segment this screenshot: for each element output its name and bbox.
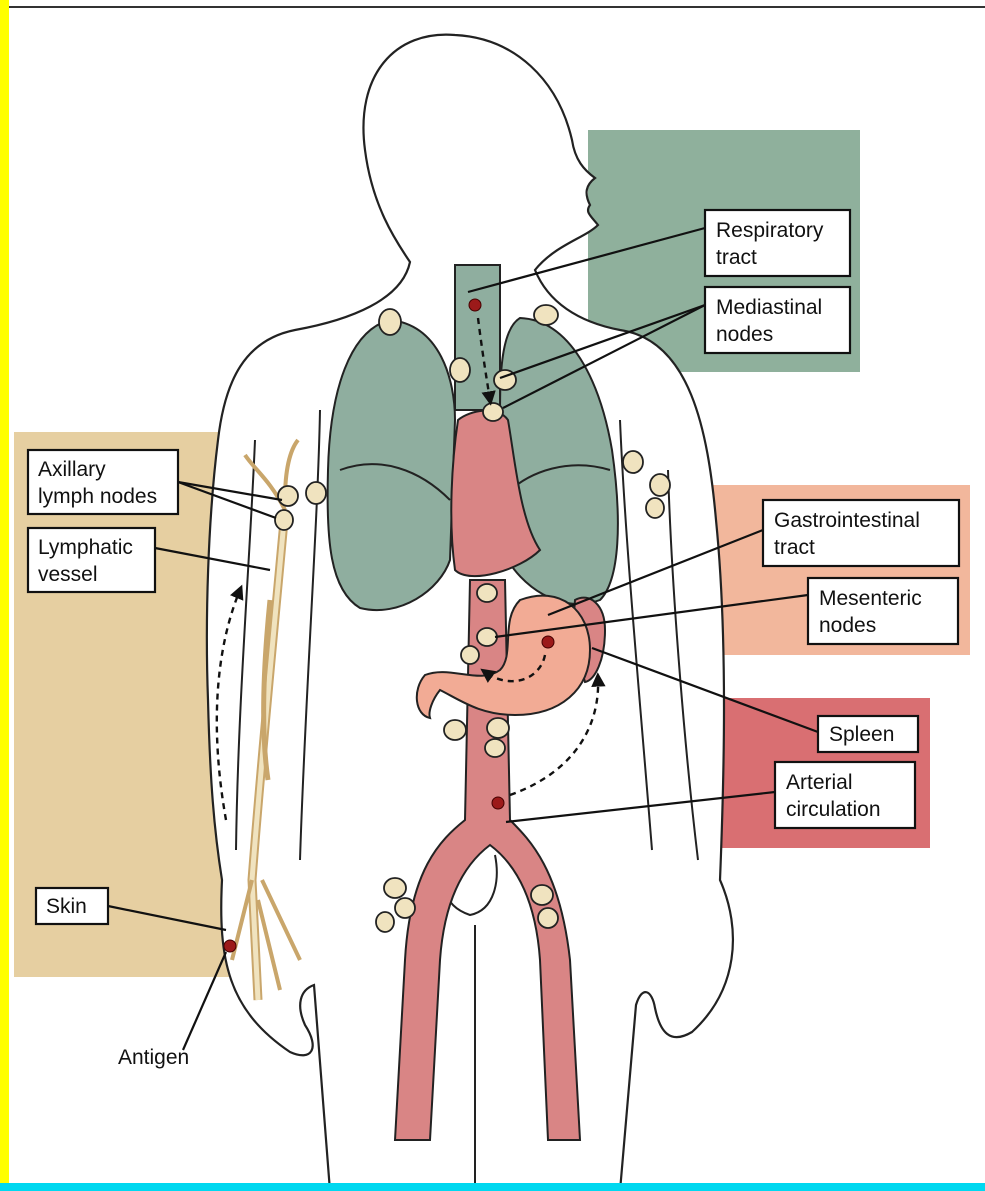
label-axillary-line1: Axillary [38,458,106,481]
lymph-node [477,584,497,602]
lymph-node [485,739,505,757]
lymph-node [477,628,497,646]
label-mediastinal-nodes: Mediastinal nodes [705,287,850,353]
label-axillary-line2: lymph nodes [38,485,157,508]
antigen-dot-gi [542,636,554,648]
antigen-dot-arterial [492,797,504,809]
lymph-node [306,482,326,504]
lymph-node [376,912,394,932]
lymph-node [483,403,503,421]
lymph-node [650,474,670,496]
lymph-node [538,908,558,928]
lymph-node [444,720,466,740]
label-gi-line2: tract [774,536,815,559]
label-spleen: Spleen [818,716,918,752]
lymph-node [623,451,643,473]
lymph-node [275,510,293,530]
lymph-node [487,718,509,738]
lymph-node [646,498,664,518]
lymph-node [531,885,553,905]
lymph-node [534,305,558,325]
label-mediastinal-line2: nodes [716,323,773,346]
lymph-node [395,898,415,918]
left-lung [328,320,455,610]
lymph-node [278,486,298,506]
label-mesenteric-line2: nodes [819,614,876,637]
label-gi-line1: Gastrointestinal [774,509,920,532]
label-skin: Skin [36,888,108,924]
lymph-node [461,646,479,664]
label-lymphatic-line2: vessel [38,563,98,586]
label-mesenteric-line1: Mesenteric [819,587,922,610]
label-gastrointestinal-tract: Gastrointestinal tract [763,500,959,566]
label-lymphatic-vessel: Lymphatic vessel [28,528,155,592]
label-arterial-line1: Arterial [786,771,853,794]
label-lymphatic-line1: Lymphatic [38,536,133,559]
label-arterial-circulation: Arterial circulation [775,762,915,828]
label-mediastinal-line1: Mediastinal [716,296,822,319]
label-mesenteric-nodes: Mesenteric nodes [808,578,958,644]
label-arterial-line2: circulation [786,798,881,821]
lymph-node [379,309,401,335]
lymph-node [384,878,406,898]
label-skin-text: Skin [46,895,87,918]
bottom-border [0,1183,985,1191]
antigen-dot-skin [224,940,236,952]
left-border [0,0,9,1191]
label-spleen-text: Spleen [829,723,894,746]
label-respiratory-line1: Respiratory [716,219,824,242]
trachea [455,265,500,410]
label-respiratory-tract: Respiratory tract [705,210,850,276]
label-antigen: Antigen [118,1046,189,1069]
label-respiratory-line2: tract [716,246,757,269]
lymph-node [450,358,470,382]
label-axillary-lymph-nodes: Axillary lymph nodes [28,450,178,514]
antigen-dot-respiratory [469,299,481,311]
